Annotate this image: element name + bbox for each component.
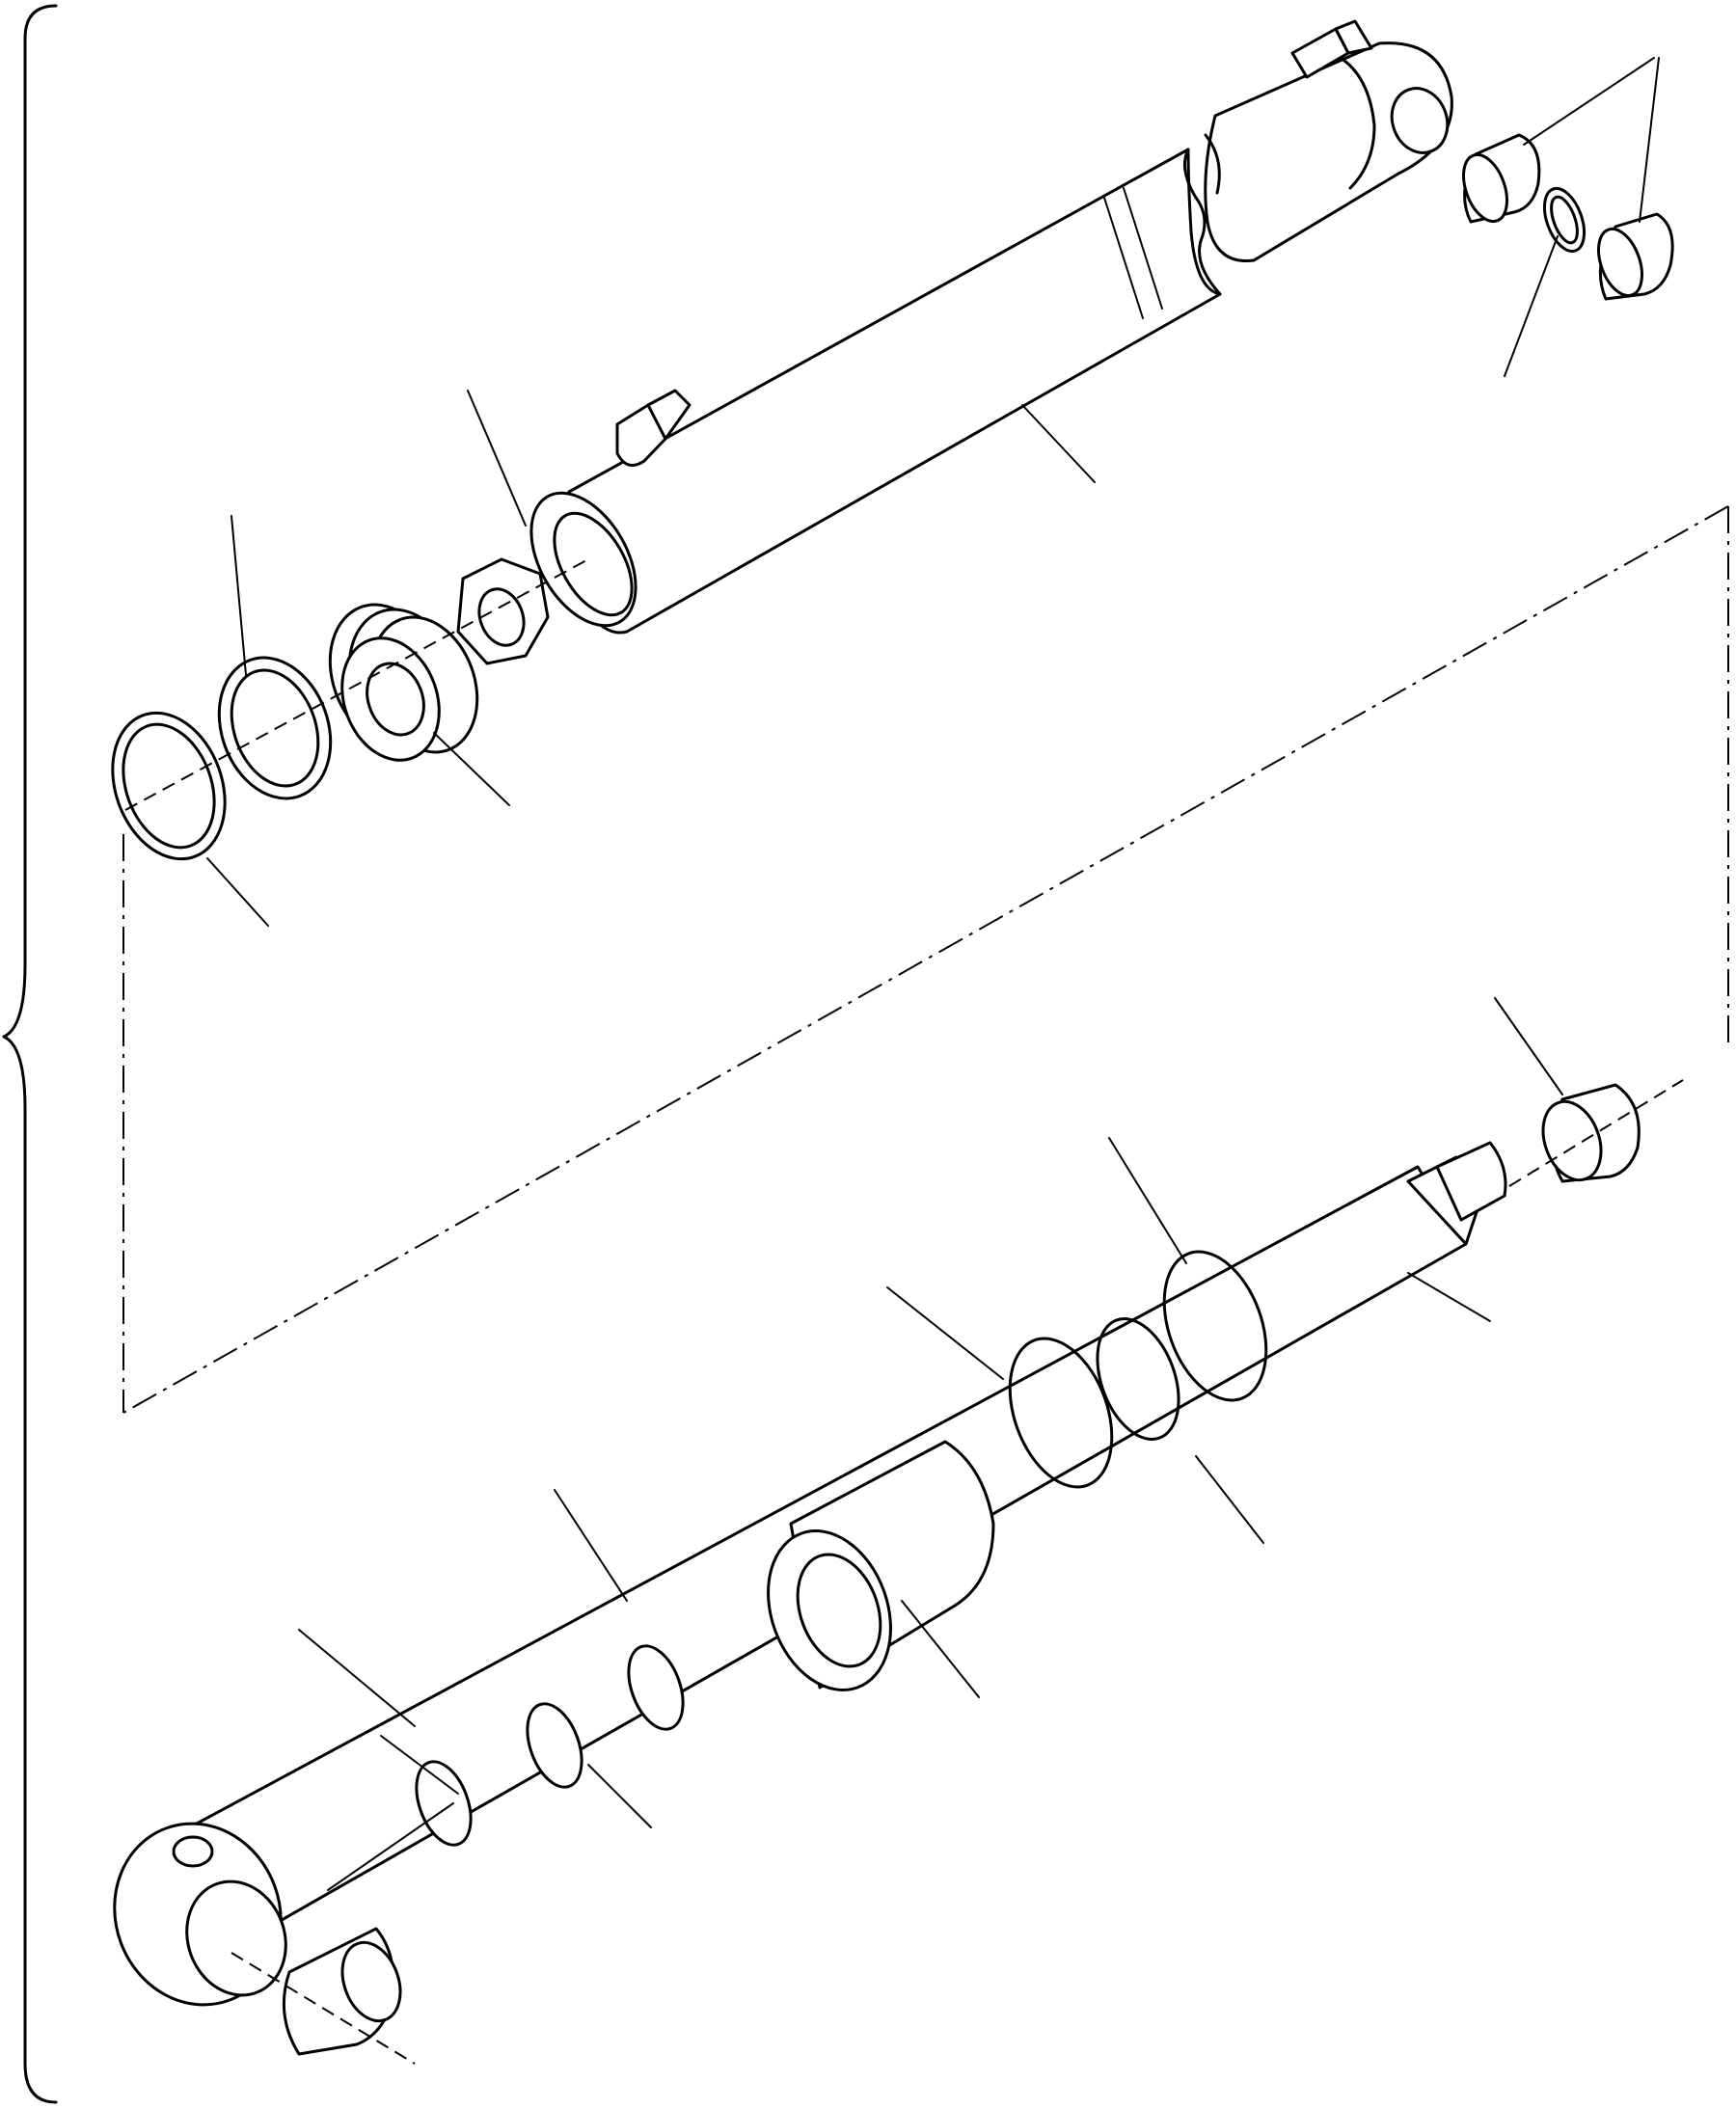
piston-parts-top	[111, 557, 589, 861]
bottom-right-bushing	[1508, 1079, 1684, 1187]
piston-rod	[113, 1141, 1507, 2007]
bottom-left-bushing	[231, 1927, 416, 2065]
cylinder-tube	[529, 148, 1222, 635]
top-bushings	[1462, 133, 1674, 301]
assembly-axis-lines	[122, 505, 1729, 1414]
rear-clevis	[1204, 19, 1453, 262]
group-brace	[2, 4, 58, 2104]
leader-lines	[206, 57, 1660, 1891]
